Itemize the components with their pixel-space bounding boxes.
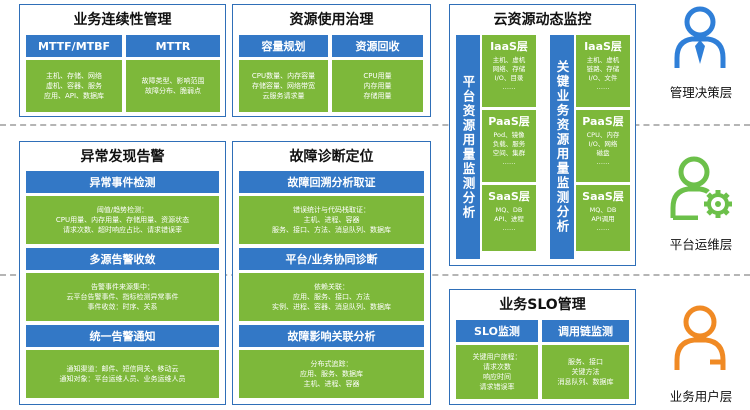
slo-box-2: 服务、接口 关键方法 消息队列、数据库 xyxy=(542,345,629,399)
manager-person-icon xyxy=(674,6,726,68)
section-unified-notification: 统一告警通知 xyxy=(26,325,219,347)
panel-title: 资源使用治理 xyxy=(289,12,374,28)
tab-mttf-mtbf: MTTF/MTBF xyxy=(26,35,122,57)
alert-box-2: 告警事件来源集中： 云平台告警事件、指标检测异常事件 事件收敛：时序、关系 xyxy=(26,273,219,321)
section-impact-analysis: 故障影响关联分析 xyxy=(239,325,424,347)
panel-title: 故障诊断定位 xyxy=(289,149,374,165)
tab-capacity-planning: 容量规划 xyxy=(239,35,328,57)
diag-box-1: 错误统计与代码栈取证： 主机、进程、容器 服务、接口、方法、消息队列、数据库 xyxy=(239,196,424,244)
diag-box-3: 分布式追踪： 应用、服务、数据库 主机、进程、容器 xyxy=(239,350,424,398)
section-fault-backtrace: 故障回溯分析取证 xyxy=(239,171,424,193)
left-saas-box: SaaS层 MQ、DB API、进程 …… xyxy=(482,185,536,251)
ops-person-gear-icon xyxy=(670,156,732,220)
slo-box-1: 关键用户旅程： 请求次数 响应时间 请求错误率 xyxy=(456,345,538,399)
panel-resource-governance: 资源使用治理 容量规划 资源回收 CPU数量、内存容量 存储容量、网络带宽 云服… xyxy=(232,4,431,117)
panel-title: 业务连续性管理 xyxy=(73,12,172,28)
left-paas-box: PaaS层 Pod、镜像 负载、服务 空间、集群 …… xyxy=(482,110,536,182)
user-layer-label: 业务用户层 xyxy=(669,389,733,404)
res-box-2: CPU用量 内存用量 存储用量 xyxy=(332,60,423,112)
section-anomaly-detection: 异常事件检测 xyxy=(26,171,219,193)
bcm-box-1: 主机、存储、网络 虚机、容器、服务 应用、API、数据库 xyxy=(26,60,122,112)
right-paas-box: PaaS层 CPU、内存 I/O、网络 磁盘 …… xyxy=(576,110,630,182)
ops-layer-label: 平台运维层 xyxy=(669,237,733,252)
bcm-box-2: 故障类型、影响范围 故障分布、脆弱点 xyxy=(126,60,220,112)
tab-mttr: MTTR xyxy=(126,35,220,57)
panel-anomaly-alert: 异常发现告警 异常事件检测 阈值/趋势检测： CPU用量、内存用量、存储用量、资… xyxy=(19,141,226,405)
left-iaas-box: IaaS层 主机、虚机 网络、存储 I/O、目录 …… xyxy=(482,35,536,107)
manager-layer-label: 管理决策层 xyxy=(669,85,733,100)
res-box-1: CPU数量、内存容量 存储容量、网络带宽 云服务请求量 xyxy=(239,60,328,112)
alert-box-1: 阈值/趋势检测： CPU用量、内存用量、存储用量、资源状态 请求次数、超时响应占… xyxy=(26,196,219,244)
user-person-icon xyxy=(674,305,726,370)
section-alert-convergence: 多源告警收敛 xyxy=(26,248,219,270)
panel-cloud-monitoring: 云资源动态监控 平台资源用量监测分析 IaaS层 主机、虚机 网络、存储 I/O… xyxy=(449,4,636,266)
section-collaborative-diagnosis: 平台/业务协同诊断 xyxy=(239,248,424,270)
right-iaas-box: IaaS层 主机、虚机 链路、存储 I/O、文件 …… xyxy=(576,35,630,107)
panel-title: 异常发现告警 xyxy=(80,149,165,165)
divider-top xyxy=(0,124,750,126)
tab-resource-recycling: 资源回收 xyxy=(332,35,423,57)
platform-usage-bar: 平台资源用量监测分析 xyxy=(456,35,480,259)
tab-slo-monitoring: SLO监测 xyxy=(456,320,538,342)
panel-title: 云资源动态监控 xyxy=(493,12,592,28)
business-usage-bar: 关键业务资源用量监测分析 xyxy=(550,35,574,259)
panel-business-continuity: 业务连续性管理 MTTF/MTBF MTTR 主机、存储、网络 虚机、容器、服务… xyxy=(19,4,226,117)
diag-box-2: 依赖关联： 应用、服务、接口、方法 实例、进程、容器、消息队列、数据库 xyxy=(239,273,424,321)
panel-fault-diagnosis: 故障诊断定位 故障回溯分析取证 错误统计与代码栈取证： 主机、进程、容器 服务、… xyxy=(232,141,431,405)
panel-title: 业务SLO管理 xyxy=(499,297,586,313)
right-saas-box: SaaS层 MQ、DB API调用 …… xyxy=(576,185,630,251)
panel-slo-management: 业务SLO管理 SLO监测 调用链监测 关键用户旅程： 请求次数 响应时间 请求… xyxy=(449,289,636,405)
alert-box-3: 通知渠道：邮件、短信网关、移动云 通知对象：平台运维人员、业务运维人员 xyxy=(26,350,219,398)
tab-call-chain-monitoring: 调用链监测 xyxy=(542,320,629,342)
